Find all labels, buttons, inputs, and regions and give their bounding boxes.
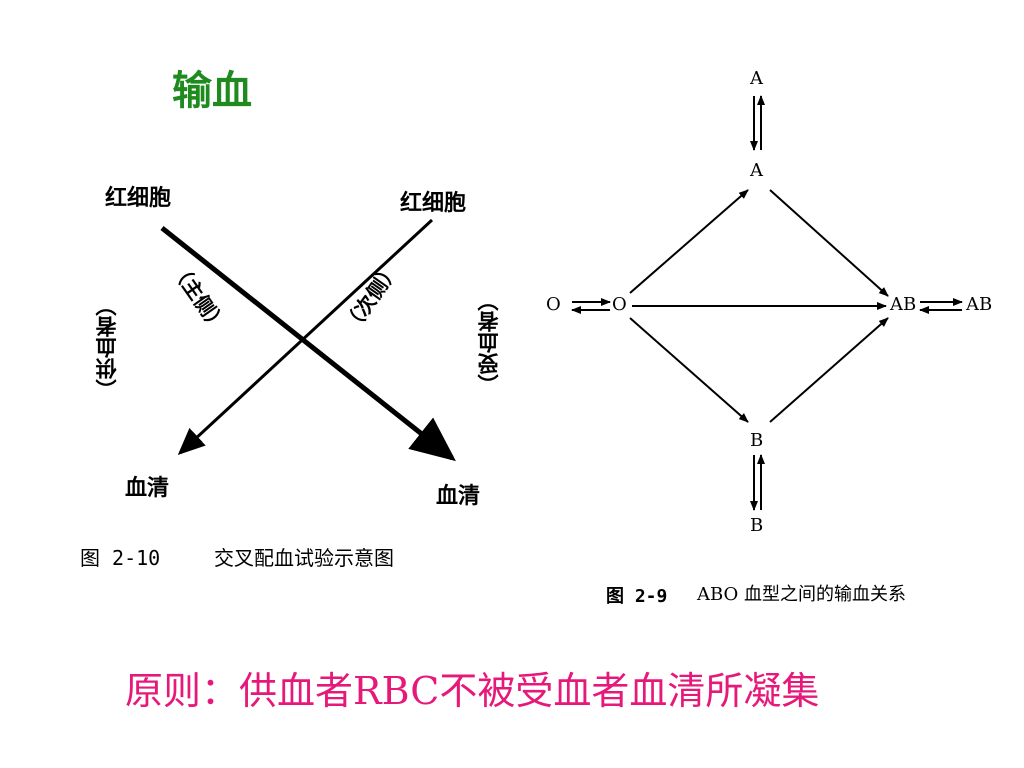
node-b-bottom: B <box>750 515 764 536</box>
node-a-top: A <box>750 68 763 89</box>
label-recipient: （受血者） <box>476 290 501 395</box>
node-b: B <box>750 430 764 451</box>
edge-o-a <box>629 189 749 294</box>
principle-text: 原则：供血者RBC不被受血者血清所凝集 <box>125 669 820 713</box>
edge-b-ab <box>769 317 889 423</box>
label-serum-left: 血清 <box>125 475 170 501</box>
node-a: A <box>750 160 763 181</box>
edge-o-b <box>629 317 749 423</box>
caption-abo-label: 图 2-9 <box>606 586 668 607</box>
node-o-left: O <box>546 294 561 315</box>
label-serum-right: 血清 <box>436 483 481 509</box>
node-o: O <box>612 294 627 315</box>
node-ab-right: AB <box>966 294 993 315</box>
label-rbc-right: 红细胞 <box>400 190 467 216</box>
slide-title: 输血 <box>172 67 252 114</box>
edge-a-ab <box>769 189 889 297</box>
caption-abo-text: ABO 血型之间的输血关系 <box>697 584 907 605</box>
minor-side-arrow <box>177 218 434 456</box>
caption-crossmatch-text: 交叉配血试验示意图 <box>214 546 394 570</box>
main-side-arrow <box>160 226 456 462</box>
label-donor: （供血者） <box>94 295 119 400</box>
caption-crossmatch-label: 图 2-10 <box>80 546 161 570</box>
label-rbc-left: 红细胞 <box>105 185 172 211</box>
node-ab: AB <box>890 294 917 315</box>
